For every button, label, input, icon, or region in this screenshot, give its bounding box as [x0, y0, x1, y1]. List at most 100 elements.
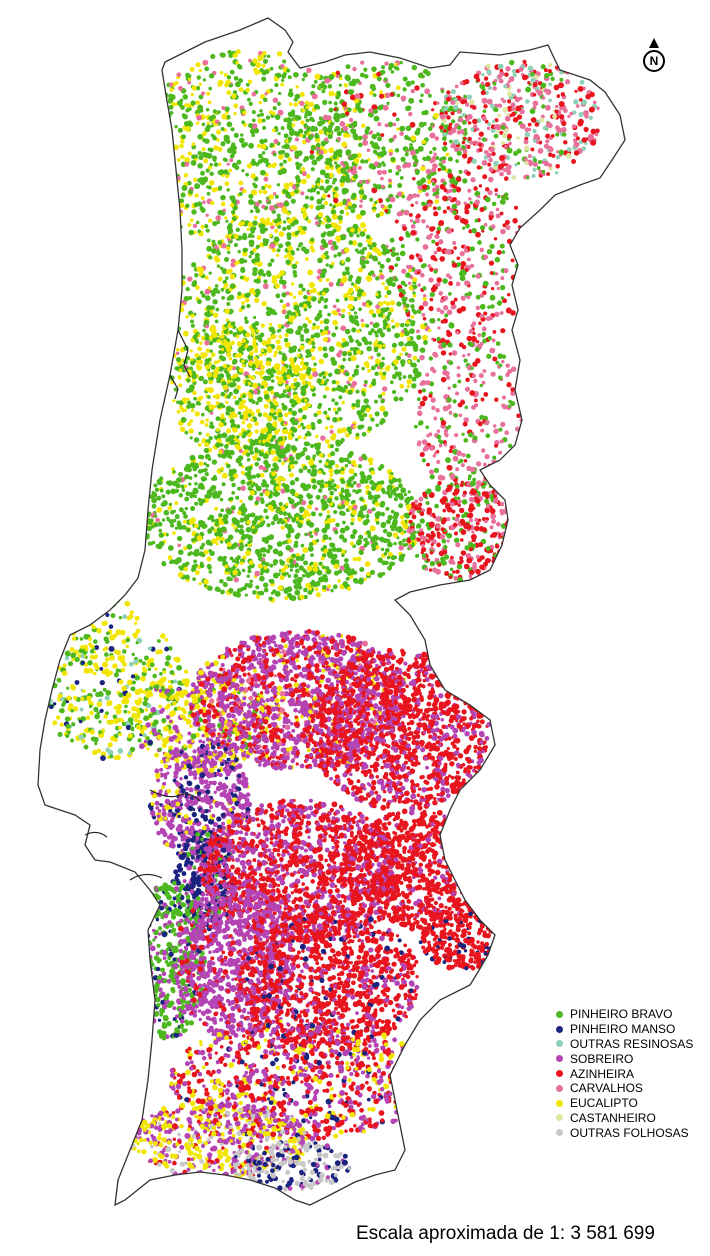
forest-dot: [371, 86, 377, 92]
forest-dot: [303, 327, 310, 334]
forest-dot: [227, 49, 232, 55]
forest-dot: [266, 196, 270, 200]
forest-dot: [344, 74, 351, 81]
forest-dot: [517, 386, 523, 392]
forest-dot: [507, 443, 513, 449]
forest-dot: [204, 442, 210, 448]
forest-dot: [415, 169, 421, 175]
forest-dot: [514, 163, 518, 167]
forest-dot: [282, 159, 287, 164]
forest-dot: [376, 71, 381, 77]
forest-dot: [153, 138, 157, 142]
forest-dot: [455, 391, 460, 396]
forest-dot: [232, 373, 238, 379]
forest-dot: [392, 134, 398, 139]
forest-dot: [301, 573, 306, 578]
forest-dot: [177, 375, 182, 379]
forest-dot: [496, 300, 503, 306]
forest-dot: [521, 398, 525, 403]
forest-dot: [249, 351, 254, 356]
forest-dot: [363, 380, 368, 384]
forest-dot: [226, 379, 231, 384]
forest-dot: [153, 177, 159, 183]
forest-dot: [450, 305, 456, 310]
forest-dot: [478, 184, 483, 188]
forest-dot: [355, 389, 360, 394]
forest-dot: [225, 246, 231, 251]
forest-dot: [201, 151, 208, 158]
forest-dot: [369, 321, 374, 325]
forest-dot: [399, 352, 403, 357]
forest-dot: [284, 394, 289, 398]
forest-dot: [176, 409, 181, 414]
forest-dot: [388, 138, 394, 143]
forest-dot: [416, 397, 421, 402]
forest-dot: [555, 164, 560, 169]
forest-dot: [225, 405, 232, 412]
forest-dot: [365, 363, 370, 369]
forest-dot: [211, 187, 217, 193]
forest-dot: [227, 394, 231, 399]
forest-dot: [305, 349, 309, 354]
forest-dot: [162, 166, 168, 172]
forest-dot: [438, 125, 444, 130]
forest-dot: [241, 168, 245, 173]
forest-dot: [418, 121, 425, 128]
forest-dot: [420, 165, 426, 172]
forest-dot: [163, 125, 168, 130]
forest-dot: [502, 107, 509, 113]
forest-dot: [265, 115, 271, 120]
forest-dot: [230, 235, 235, 240]
forest-dot: [225, 346, 232, 353]
forest-dot: [303, 510, 310, 516]
forest-dot: [241, 359, 245, 364]
forest-dot: [376, 132, 380, 137]
forest-dot: [379, 93, 385, 99]
forest-dot: [147, 541, 152, 546]
forest-dot: [256, 113, 261, 118]
forest-dot: [462, 178, 468, 184]
forest-dot: [161, 494, 166, 499]
forest-dot: [444, 249, 449, 254]
forest-dot: [233, 103, 239, 109]
forest-dot: [344, 266, 350, 272]
forest-dot: [195, 100, 200, 105]
forest-dot: [331, 379, 337, 385]
forest-dot: [194, 411, 200, 417]
forest-dot: [236, 588, 242, 593]
forest-dot: [430, 171, 435, 176]
forest-dot: [324, 137, 329, 142]
forest-dot: [205, 432, 210, 437]
forest-dot: [359, 209, 366, 216]
forest-dot: [494, 443, 499, 448]
forest-dot: [478, 147, 483, 152]
forest-dot: [167, 208, 173, 213]
forest-dot: [305, 257, 309, 261]
forest-dot: [492, 119, 496, 124]
forest-dot: [329, 429, 334, 434]
forest-dot: [172, 399, 176, 403]
forest-dot: [518, 67, 524, 72]
forest-dot: [251, 399, 256, 404]
forest-dot: [423, 157, 427, 162]
forest-dot: [494, 397, 499, 402]
forest-dot: [467, 136, 472, 142]
forest-dot: [334, 186, 339, 192]
forest-dot: [510, 387, 515, 392]
forest-dot: [232, 90, 238, 95]
forest-dot: [184, 574, 190, 580]
forest-dot: [537, 90, 543, 96]
forest-dot: [230, 321, 235, 326]
forest-dot: [352, 528, 358, 535]
forest-dot: [230, 505, 236, 511]
forest-dot: [310, 385, 314, 389]
forest-dot: [340, 487, 345, 491]
forest-dot: [300, 337, 305, 342]
forest-dot: [277, 131, 281, 136]
forest-dot: [367, 158, 371, 162]
forest-dot: [215, 442, 221, 448]
forest-dot: [447, 173, 454, 179]
forest-dot: [365, 514, 370, 519]
forest-dot: [540, 64, 546, 70]
forest-dot: [541, 169, 546, 174]
